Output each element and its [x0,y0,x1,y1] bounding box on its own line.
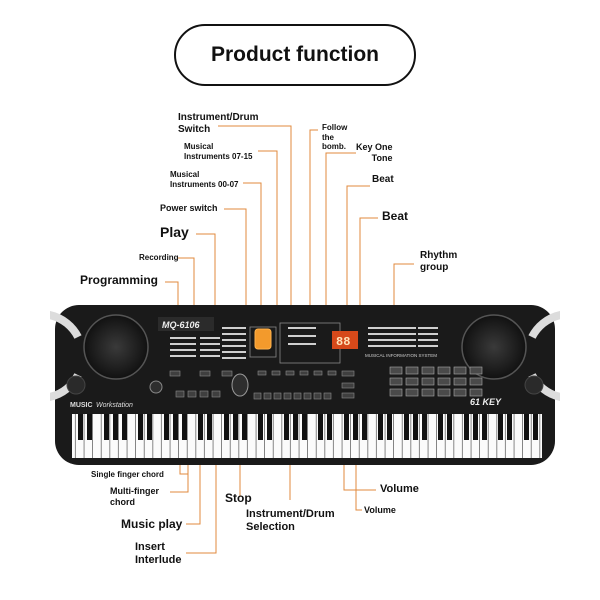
label-beat-large: Beat [382,209,409,223]
black-keys [78,414,538,440]
label-power-switch: Power switch [160,203,218,213]
leader-instrument-drum-switch [218,125,292,360]
label-programming: Programming [80,273,159,287]
label-multi-finger-chord: Multi-finger chord [110,486,159,507]
page-title: Product function [174,24,416,86]
label-music-play: Music play [121,517,183,531]
label-volume-large: Volume [380,483,419,495]
label-play: Play [160,224,189,240]
label-volume-small: Volume [364,505,396,515]
left-speaker [50,311,149,401]
right-speaker [461,311,560,401]
label-instrument-drum-selection: Instrument/Drum Selection [246,508,335,534]
label-recording: Recording [139,253,179,262]
leader-follow [309,129,318,360]
leader-musical-00-07 [243,182,262,335]
display-readout: 88 [336,335,350,349]
panel-caption: MUSICAL INFORMATION SYSTEM [365,353,437,358]
label-key-one-tone: Key One Tone [356,142,393,163]
keyboard-illustration: MQ-6106 88 MUSICAL INFORMATION SYSTEM MU… [50,305,560,465]
label-beat-small: Beat [372,174,394,185]
label-musical-instruments-00-07: Musical Instruments 00-07 [170,170,239,189]
label-single-finger-chord: Single finger chord [91,470,164,479]
label-rhythm-group: Rhythm group [420,250,458,273]
label-follow-the-bomb: Follow the bomb. [322,123,348,152]
label-musical-instruments-07-15: Musical Instruments 07-15 [184,142,253,161]
label-instrument-drum-switch: Instrument/Drum Switch [178,112,259,135]
brand-workstation: Workstation [96,402,133,409]
model-label: MQ-6106 [162,320,201,330]
brand-music: MUSIC [70,402,93,409]
label-stop: Stop [225,491,252,505]
key-count-badge: 61 KEY [470,397,502,407]
leader-musical-07-15 [258,150,278,360]
leader-key-one-tone [325,152,356,360]
label-insert-interlude: Insert Interlude [135,541,182,567]
